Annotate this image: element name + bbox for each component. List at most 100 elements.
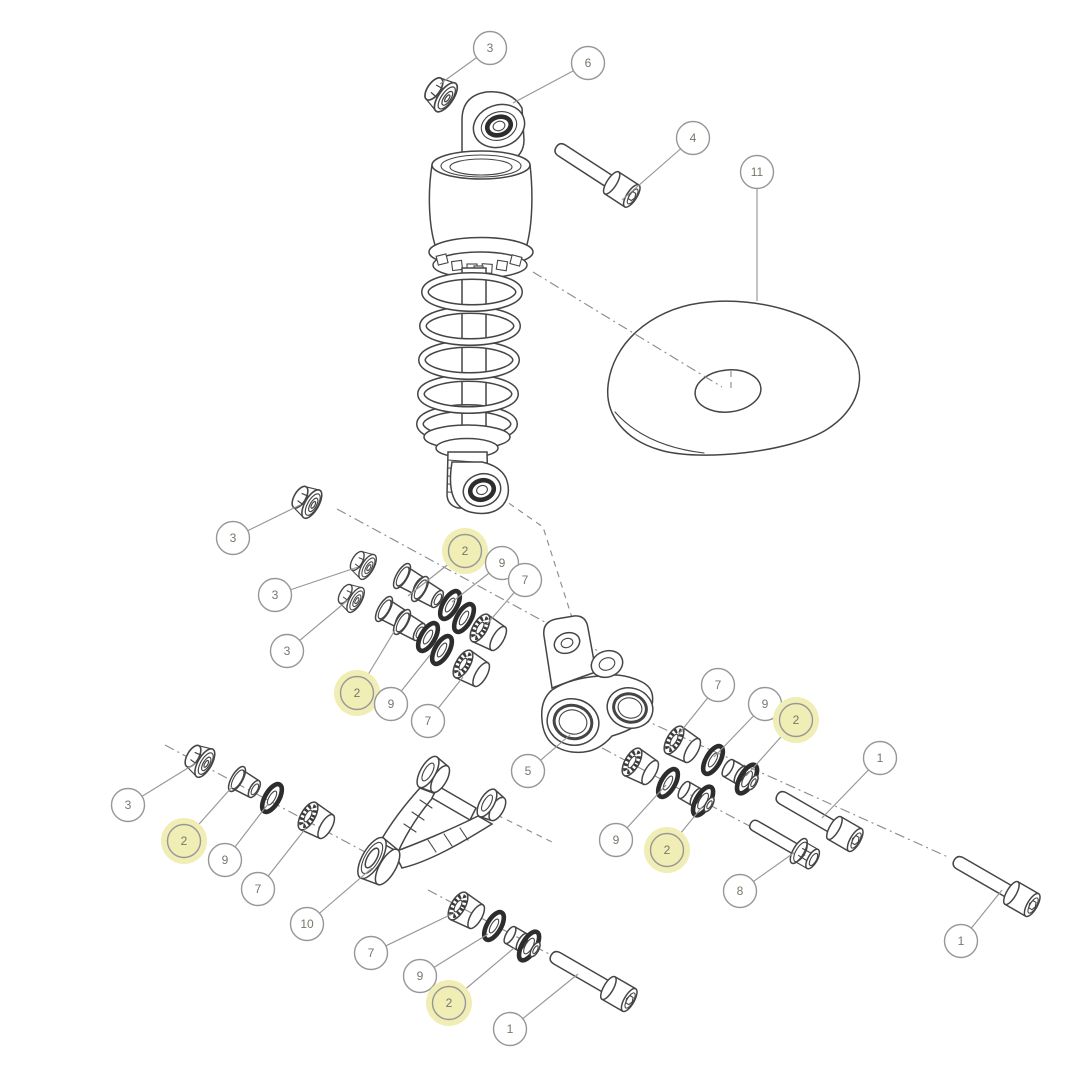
callout-number: 7	[368, 946, 375, 960]
callout-1[interactable]: 1	[821, 740, 898, 819]
callout-2[interactable]: 2	[745, 697, 819, 777]
dust-seal	[480, 909, 508, 943]
callout-balloon[interactable]	[507, 562, 543, 598]
callout-balloon[interactable]	[373, 686, 409, 722]
callout-9[interactable]: 9	[207, 803, 269, 878]
callout-balloon[interactable]	[722, 873, 758, 909]
callout-number: 8	[737, 884, 744, 898]
callout-7[interactable]: 7	[410, 676, 464, 739]
callout-8[interactable]: 8	[722, 851, 796, 909]
callout-1[interactable]: 1	[943, 889, 1003, 959]
callout-9[interactable]: 9	[713, 686, 783, 758]
flange-nut-top	[418, 70, 463, 117]
upper-mount-bolt	[548, 135, 644, 211]
callout-number: 3	[125, 798, 132, 812]
callout-7[interactable]: 7	[486, 562, 543, 625]
heat-shield-plate	[607, 300, 861, 456]
callout-balloon[interactable]	[269, 633, 305, 669]
callout-2[interactable]: 2	[407, 528, 488, 597]
callout-balloon[interactable]	[598, 822, 634, 858]
callout-balloon[interactable]	[353, 935, 389, 971]
callout-6[interactable]: 6	[512, 45, 606, 104]
callout-balloon[interactable]	[289, 906, 325, 942]
callout-9[interactable]: 9	[373, 654, 431, 722]
callout-4[interactable]: 4	[621, 120, 711, 201]
callout-11[interactable]: 11	[739, 154, 775, 302]
callout-1[interactable]: 1	[492, 973, 579, 1047]
callout-number: 9	[613, 833, 620, 847]
callout-3[interactable]: 3	[257, 566, 359, 613]
tie-rod-hardware	[179, 738, 339, 843]
callout-3[interactable]: 3	[269, 599, 349, 669]
callout-number: 1	[877, 751, 884, 765]
callout-balloon[interactable]	[943, 923, 979, 959]
shock-absorber	[416, 91, 534, 515]
callout-balloon[interactable]	[257, 577, 293, 613]
callout-9[interactable]: 9	[402, 933, 489, 994]
callout-balloon[interactable]	[402, 958, 438, 994]
callout-number: 7	[522, 573, 529, 587]
callout-number: 6	[585, 56, 592, 70]
flange-nut	[333, 578, 369, 616]
dust-seal	[414, 620, 442, 654]
shock-rod	[461, 267, 487, 441]
callout-3[interactable]: 3	[439, 30, 508, 85]
callout-number: 2	[664, 843, 671, 857]
callout-number: 2	[354, 686, 361, 700]
shock-body	[428, 150, 533, 249]
callout-balloon[interactable]	[207, 842, 243, 878]
callout-number: 2	[181, 834, 188, 848]
callout-number: 9	[417, 969, 424, 983]
needle-bearing	[449, 647, 494, 691]
callout-7[interactable]: 7	[353, 913, 453, 971]
needle-bearing	[294, 799, 339, 843]
dust-seal	[258, 781, 286, 815]
callout-balloon[interactable]	[410, 703, 446, 739]
callout-balloon[interactable]	[778, 702, 814, 738]
callout-balloon[interactable]	[700, 667, 736, 703]
callout-9[interactable]: 9	[598, 784, 667, 858]
callout-number: 1	[958, 934, 965, 948]
rocker-pivot-hardware	[618, 723, 1044, 920]
callout-number: 11	[751, 165, 764, 179]
callout-balloon[interactable]	[339, 675, 375, 711]
socket-bolt	[947, 847, 1044, 920]
callout-number: 3	[284, 644, 291, 658]
callout-balloon[interactable]	[447, 533, 483, 569]
callout-balloon[interactable]	[166, 823, 202, 859]
callout-2[interactable]: 2	[161, 786, 233, 864]
callout-number: 1	[507, 1022, 514, 1036]
callout-balloon[interactable]	[675, 120, 711, 156]
lower-mount-hardware	[444, 889, 641, 1015]
socket-bolt	[544, 942, 641, 1015]
callout-balloon[interactable]	[215, 520, 251, 556]
callout-balloon[interactable]	[431, 985, 467, 1021]
callout-3[interactable]: 3	[215, 504, 301, 556]
callout-balloon[interactable]	[110, 787, 146, 823]
callout-10[interactable]: 10	[289, 867, 373, 942]
callout-balloon[interactable]	[510, 753, 546, 789]
callout-balloon[interactable]	[492, 1011, 528, 1047]
callout-number: 2	[462, 544, 469, 558]
callout-number: 3	[230, 531, 237, 545]
callout-balloon[interactable]	[739, 154, 775, 190]
callout-number: 7	[715, 678, 722, 692]
callout-number: 3	[487, 41, 494, 55]
callout-5[interactable]: 5	[510, 734, 571, 789]
callout-balloon[interactable]	[472, 30, 508, 66]
callout-2[interactable]: 2	[644, 806, 703, 873]
callout-number: 4	[690, 131, 697, 145]
callout-balloon[interactable]	[570, 45, 606, 81]
callout-7[interactable]: 7	[240, 827, 307, 907]
callout-balloon[interactable]	[240, 871, 276, 907]
callout-2[interactable]: 2	[426, 947, 515, 1026]
shock-adjuster-collar	[428, 236, 534, 279]
callout-number: 9	[388, 697, 395, 711]
callout-2[interactable]: 2	[334, 629, 396, 716]
callout-balloon[interactable]	[649, 832, 685, 868]
callout-number: 9	[499, 556, 506, 570]
callout-balloon[interactable]	[862, 740, 898, 776]
callout-7[interactable]: 7	[677, 667, 736, 736]
callout-3[interactable]: 3	[110, 762, 197, 823]
